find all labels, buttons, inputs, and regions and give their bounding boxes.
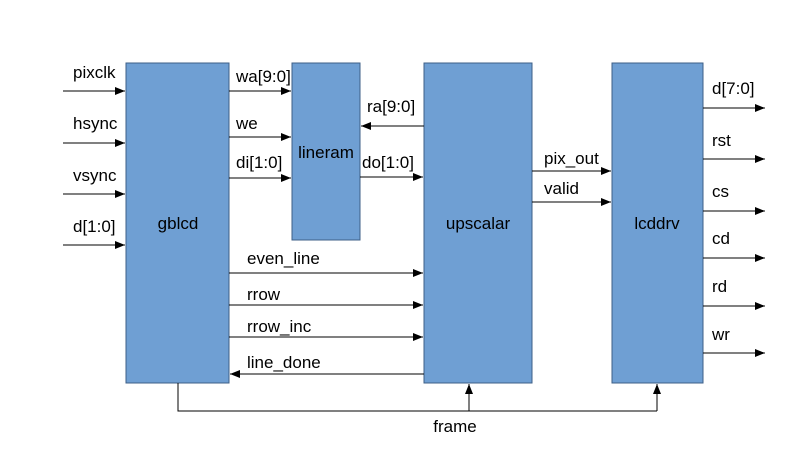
- lineram-label: lineram: [298, 143, 354, 162]
- rrow-inc-label: rrow_inc: [247, 317, 312, 336]
- lcddrv-block: [611, 62, 704, 384]
- lineram-block: [291, 62, 361, 241]
- line-done-label: line_done: [247, 353, 321, 372]
- d-in-label: d[1:0]: [73, 217, 116, 236]
- d-out-label: d[7:0]: [712, 79, 755, 98]
- even-line-label: even_line: [247, 249, 320, 268]
- cd-label: cd: [712, 229, 730, 248]
- wr-label: wr: [711, 325, 730, 344]
- cs-label: cs: [712, 182, 729, 201]
- ra-label: ra[9:0]: [367, 97, 415, 116]
- do-label: do[1:0]: [362, 153, 414, 172]
- pix-out-label: pix_out: [544, 149, 599, 168]
- pixclk-label: pixclk: [73, 63, 116, 82]
- lcddrv-label: lcddrv: [634, 214, 680, 233]
- frame-label: frame: [433, 417, 476, 436]
- rd-label: rd: [712, 277, 727, 296]
- frame-bus-wire: [177, 383, 657, 412]
- wa-label: wa[9:0]: [235, 67, 291, 86]
- we-label: we: [235, 114, 258, 133]
- valid-label: valid: [544, 179, 579, 198]
- hsync-label: hsync: [73, 114, 118, 133]
- upscalar-label: upscalar: [446, 214, 511, 233]
- vsync-label: vsync: [73, 166, 117, 185]
- gblcd-label: gblcd: [158, 214, 199, 233]
- gblcd-block: [125, 62, 230, 384]
- upscalar-block: [423, 62, 533, 384]
- rst-label: rst: [712, 131, 731, 150]
- di-label: di[1:0]: [236, 153, 282, 172]
- rrow-label: rrow: [247, 285, 281, 304]
